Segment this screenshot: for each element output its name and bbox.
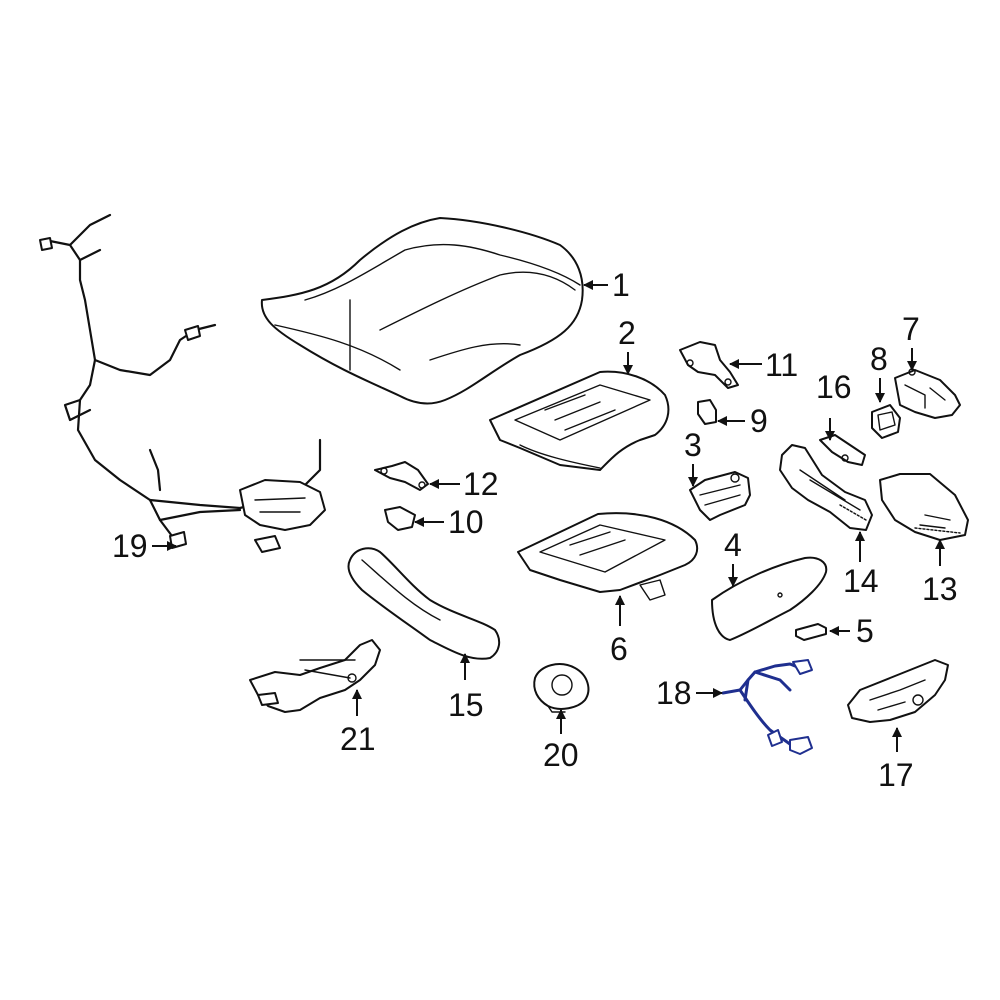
- svg-text:7: 7: [902, 311, 920, 347]
- part-10-bracket[interactable]: [384, 506, 416, 531]
- svg-text:5: 5: [856, 613, 874, 649]
- callout-2: 2: [618, 315, 636, 375]
- svg-text:20: 20: [543, 737, 579, 773]
- callout-17: 17: [878, 727, 914, 793]
- callout-11: 11: [729, 347, 798, 383]
- svg-text:21: 21: [340, 721, 376, 757]
- callout-12: 12: [429, 466, 499, 502]
- callout-5: 5: [829, 613, 874, 649]
- callout-21: 21: [340, 689, 376, 757]
- callout-6: 6: [610, 595, 628, 667]
- part-5-switch[interactable]: [795, 623, 827, 641]
- part-20-motor-assy[interactable]: [533, 663, 590, 713]
- callout-7: 7: [902, 311, 920, 371]
- part-1-cushion-cover[interactable]: [260, 217, 584, 405]
- part-7-motor[interactable]: [894, 368, 961, 419]
- callout-14: 14: [843, 531, 879, 599]
- part-8-knob[interactable]: [871, 404, 901, 439]
- callout-8: 8: [870, 341, 888, 403]
- svg-text:15: 15: [448, 687, 484, 723]
- callout-3: 3: [684, 427, 702, 487]
- part-21-bracket-assy[interactable]: [249, 639, 381, 713]
- svg-text:14: 14: [843, 563, 879, 599]
- callout-1: 1: [583, 267, 630, 303]
- callout-4: 4: [724, 527, 742, 587]
- part-6-seat-pan[interactable]: [517, 512, 699, 601]
- svg-text:11: 11: [765, 347, 798, 383]
- svg-text:16: 16: [816, 369, 852, 405]
- svg-text:1: 1: [612, 267, 630, 303]
- part-17-mechanism[interactable]: [847, 659, 949, 723]
- part-12-bracket[interactable]: [374, 461, 429, 491]
- part-2-cushion-pan[interactable]: [489, 370, 670, 471]
- callout-15: 15: [448, 653, 484, 723]
- part-19-wiring-harness[interactable]: [39, 213, 326, 553]
- part-3-adjuster[interactable]: [689, 471, 751, 521]
- part-16-bracket[interactable]: [819, 434, 866, 466]
- part-18-harness[interactable]: [721, 659, 813, 755]
- svg-text:6: 6: [610, 631, 628, 667]
- part-13-side-trim[interactable]: [879, 473, 969, 541]
- callout-16: 16: [816, 369, 852, 441]
- svg-text:8: 8: [870, 341, 888, 377]
- callout-19: 19: [112, 528, 177, 564]
- svg-text:12: 12: [463, 466, 499, 502]
- callout-20: 20: [543, 709, 579, 773]
- callout-9: 9: [717, 403, 768, 439]
- part-4-side-panel[interactable]: [711, 556, 828, 641]
- part-9-clip[interactable]: [697, 399, 717, 425]
- callout-18: 18: [656, 675, 723, 711]
- svg-text:4: 4: [724, 527, 742, 563]
- part-15-side-shield[interactable]: [347, 547, 501, 660]
- svg-text:2: 2: [618, 315, 636, 351]
- callout-13: 13: [922, 539, 958, 607]
- part-14-track-rail[interactable]: [779, 444, 873, 531]
- callout-10: 10: [414, 504, 484, 540]
- svg-text:10: 10: [448, 504, 484, 540]
- svg-text:18: 18: [656, 675, 692, 711]
- part-11-bracket[interactable]: [679, 341, 739, 389]
- svg-text:9: 9: [750, 403, 768, 439]
- svg-text:13: 13: [922, 571, 958, 607]
- svg-text:3: 3: [684, 427, 702, 463]
- svg-text:19: 19: [112, 528, 148, 564]
- svg-text:17: 17: [878, 757, 914, 793]
